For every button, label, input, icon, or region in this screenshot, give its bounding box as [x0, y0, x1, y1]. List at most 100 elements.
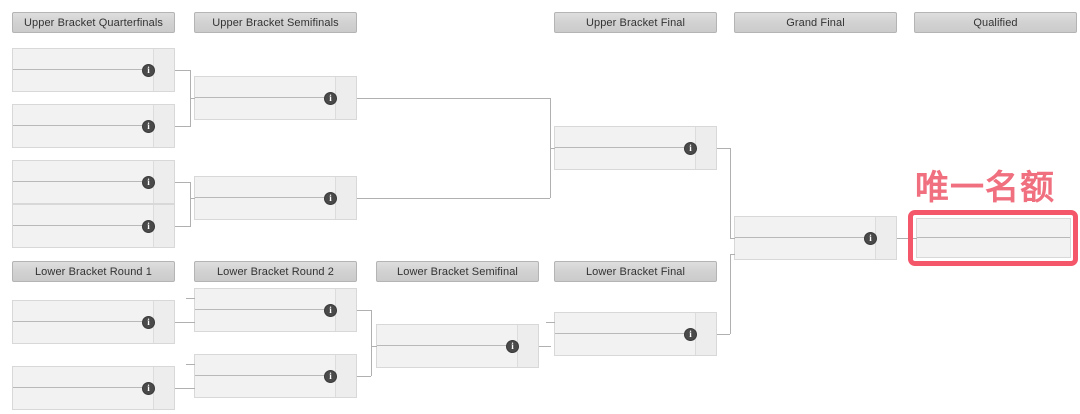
match-slot-lbf-1-2[interactable]	[555, 334, 716, 355]
score-gutter-lbr1-2	[153, 367, 174, 409]
match-slot-ubf-1-2[interactable]	[555, 148, 716, 169]
connector-line	[550, 148, 555, 149]
info-icon-lbf-1[interactable]: i	[684, 328, 697, 341]
match-box-lbr2-2[interactable]: i	[194, 354, 357, 398]
info-icon-ubsf-1[interactable]: i	[324, 92, 337, 105]
match-slot-ubqf-1-2[interactable]	[13, 70, 174, 91]
score-gutter-gf-1	[875, 217, 896, 259]
connector-line	[897, 238, 917, 239]
match-box-lbr1-2[interactable]: i	[12, 366, 175, 410]
score-gutter-lbf-1	[695, 313, 716, 355]
match-slot-gf-1-1[interactable]	[735, 217, 896, 238]
match-slot-ubqf-1-1[interactable]	[13, 49, 174, 70]
match-box-lbf-1[interactable]: i	[554, 312, 717, 356]
round-header-lbr1[interactable]: Lower Bracket Round 1	[12, 261, 175, 282]
round-header-ubsf[interactable]: Upper Bracket Semifinals	[194, 12, 357, 33]
match-box-gf-1[interactable]: i	[734, 216, 897, 260]
match-slot-lbr2-2-1[interactable]	[195, 355, 356, 376]
score-gutter-lbr2-2	[335, 355, 356, 397]
round-header-lbsf[interactable]: Lower Bracket Semifinal	[376, 261, 539, 282]
match-slot-qual-1-1[interactable]	[917, 219, 1070, 238]
connector-line	[539, 346, 551, 347]
match-box-qual-1[interactable]	[916, 218, 1071, 258]
info-icon-ubf-1[interactable]: i	[684, 142, 697, 155]
match-slot-ubsf-2-1[interactable]	[195, 177, 356, 198]
match-box-ubqf-1[interactable]: i	[12, 48, 175, 92]
score-gutter-ubsf-1	[335, 77, 356, 119]
score-gutter-ubf-1	[695, 127, 716, 169]
connector-line	[186, 298, 195, 299]
info-icon-ubqf-1[interactable]: i	[142, 64, 155, 77]
match-slot-ubf-1-1[interactable]	[555, 127, 716, 148]
info-icon-ubqf-2[interactable]: i	[142, 120, 155, 133]
match-box-ubqf-4[interactable]: i	[12, 204, 175, 248]
score-gutter-lbsf-1	[517, 325, 538, 367]
match-slot-lbr2-1-1[interactable]	[195, 289, 356, 310]
connector-line	[175, 388, 195, 389]
connector-line	[175, 226, 191, 227]
score-gutter-lbr2-1	[335, 289, 356, 331]
match-slot-gf-1-2[interactable]	[735, 238, 896, 259]
connector-line	[730, 254, 735, 255]
match-slot-ubqf-4-2[interactable]	[13, 226, 174, 247]
match-slot-qual-1-2[interactable]	[917, 238, 1070, 257]
match-box-lbr1-1[interactable]: i	[12, 300, 175, 344]
score-gutter-lbr1-1	[153, 301, 174, 343]
connector-line	[186, 364, 195, 365]
match-slot-lbr1-2-2[interactable]	[13, 388, 174, 409]
match-slot-lbsf-1-2[interactable]	[377, 346, 538, 367]
connector-line	[546, 322, 555, 323]
score-gutter-ubqf-3	[153, 161, 174, 203]
match-slot-ubsf-1-1[interactable]	[195, 77, 356, 98]
info-icon-lbr2-1[interactable]: i	[324, 304, 337, 317]
match-slot-ubqf-3-2[interactable]	[13, 182, 174, 203]
match-slot-lbr2-2-2[interactable]	[195, 376, 356, 397]
connector-line	[357, 198, 550, 199]
connector-line	[730, 148, 731, 238]
match-slot-ubqf-2-2[interactable]	[13, 126, 174, 147]
info-icon-lbsf-1[interactable]: i	[506, 340, 519, 353]
info-icon-lbr1-2[interactable]: i	[142, 382, 155, 395]
match-slot-lbr1-1-1[interactable]	[13, 301, 174, 322]
info-icon-lbr2-2[interactable]: i	[324, 370, 337, 383]
info-icon-ubsf-2[interactable]: i	[324, 192, 337, 205]
match-box-ubqf-2[interactable]: i	[12, 104, 175, 148]
match-slot-lbr1-2-1[interactable]	[13, 367, 174, 388]
match-slot-ubqf-4-1[interactable]	[13, 205, 174, 226]
match-box-ubsf-1[interactable]: i	[194, 76, 357, 120]
round-header-qual[interactable]: Qualified	[914, 12, 1077, 33]
match-slot-lbr1-1-2[interactable]	[13, 322, 174, 343]
score-gutter-ubsf-2	[335, 177, 356, 219]
match-box-ubf-1[interactable]: i	[554, 126, 717, 170]
round-header-lbr2[interactable]: Lower Bracket Round 2	[194, 261, 357, 282]
round-header-gf[interactable]: Grand Final	[734, 12, 897, 33]
match-slot-lbsf-1-1[interactable]	[377, 325, 538, 346]
connector-line	[730, 254, 731, 334]
info-icon-ubqf-3[interactable]: i	[142, 176, 155, 189]
match-box-ubsf-2[interactable]: i	[194, 176, 357, 220]
connector-line	[357, 98, 550, 99]
round-header-lbf[interactable]: Lower Bracket Final	[554, 261, 717, 282]
match-box-lbsf-1[interactable]: i	[376, 324, 539, 368]
connector-line	[357, 310, 371, 311]
match-slot-lbf-1-1[interactable]	[555, 313, 716, 334]
connector-line	[175, 70, 191, 71]
match-box-lbr2-1[interactable]: i	[194, 288, 357, 332]
connector-line	[190, 198, 195, 199]
match-slot-ubsf-2-2[interactable]	[195, 198, 356, 219]
info-icon-lbr1-1[interactable]: i	[142, 316, 155, 329]
match-slot-ubqf-3-1[interactable]	[13, 161, 174, 182]
round-header-ubf[interactable]: Upper Bracket Final	[554, 12, 717, 33]
connector-line	[730, 238, 735, 239]
round-header-ubqf[interactable]: Upper Bracket Quarterfinals	[12, 12, 175, 33]
match-box-ubqf-3[interactable]: i	[12, 160, 175, 204]
match-slot-ubqf-2-1[interactable]	[13, 105, 174, 126]
score-gutter-ubqf-4	[153, 205, 174, 247]
match-slot-lbr2-1-2[interactable]	[195, 310, 356, 331]
connector-line	[175, 126, 191, 127]
score-gutter-ubqf-1	[153, 49, 174, 91]
info-icon-gf-1[interactable]: i	[864, 232, 877, 245]
info-icon-ubqf-4[interactable]: i	[142, 220, 155, 233]
match-slot-ubsf-1-2[interactable]	[195, 98, 356, 119]
connector-line	[190, 182, 191, 226]
